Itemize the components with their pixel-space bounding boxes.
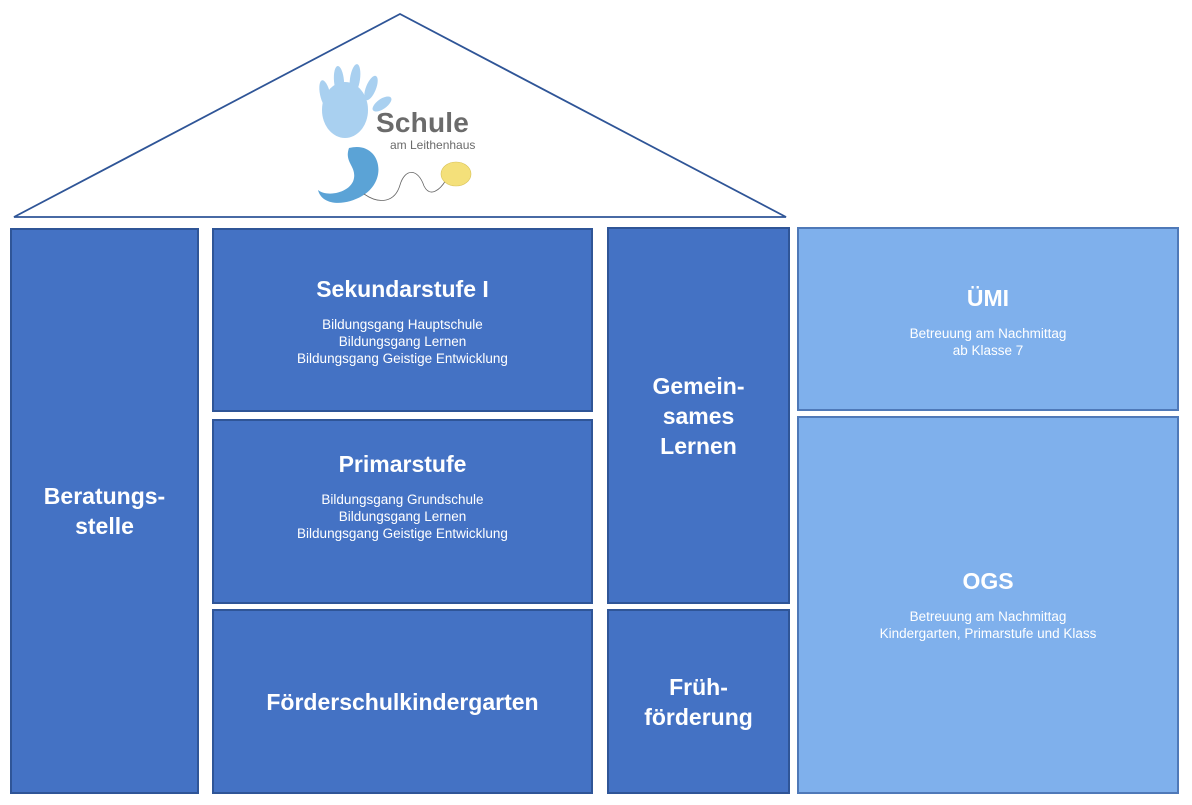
- box-title: Früh- förderung: [644, 673, 753, 730]
- logo-balloon-icon: [440, 161, 472, 187]
- box-description: Bildungsgang Hauptschule Bildungsgang Le…: [297, 317, 508, 366]
- logo-hand-icon: [319, 64, 392, 138]
- box-beratungsstelle: Beratungs- stelle: [10, 228, 199, 794]
- logo-subtitle: am Leithenhaus: [390, 138, 476, 152]
- box-primarstufe: Primarstufe Bildungsgang Grundschule Bil…: [212, 419, 593, 604]
- roof-triangle: [13, 12, 787, 218]
- box-ogs: OGS Betreuung am Nachmittag Kindergarten…: [797, 416, 1179, 794]
- box-title: Gemein- sames Lernen: [652, 372, 745, 459]
- box-foerderschulkindergarten: Förderschulkindergarten: [212, 609, 593, 794]
- logo-text: Schule am Leithenhaus: [376, 107, 476, 153]
- box-fruehfoerderung: Früh- förderung: [607, 609, 790, 794]
- box-uemi: ÜMI Betreuung am Nachmittag ab Klasse 7: [797, 227, 1179, 411]
- box-description: Betreuung am Nachmittag ab Klasse 7: [909, 326, 1067, 358]
- box-title: Förderschulkindergarten: [266, 688, 539, 715]
- box-title: Beratungs- stelle: [43, 483, 166, 539]
- box-description: Bildungsgang Grundschule Bildungsgang Le…: [297, 492, 508, 541]
- box-title: Sekundarstufe I: [316, 276, 489, 302]
- box-gemeinsames-lernen: Gemein- sames Lernen: [607, 227, 790, 604]
- box-description: Betreuung am Nachmittag Kindergarten, Pr…: [879, 609, 1097, 641]
- box-title: Primarstufe: [338, 451, 467, 477]
- logo-string: [363, 171, 447, 201]
- logo-s-shape: [318, 146, 379, 203]
- roof: [13, 12, 787, 218]
- logo-name: Schule: [376, 107, 470, 138]
- box-sekundarstufe: Sekundarstufe I Bildungsgang Hauptschule…: [212, 228, 593, 412]
- box-title: OGS: [962, 568, 1014, 594]
- box-title: ÜMI: [966, 285, 1010, 311]
